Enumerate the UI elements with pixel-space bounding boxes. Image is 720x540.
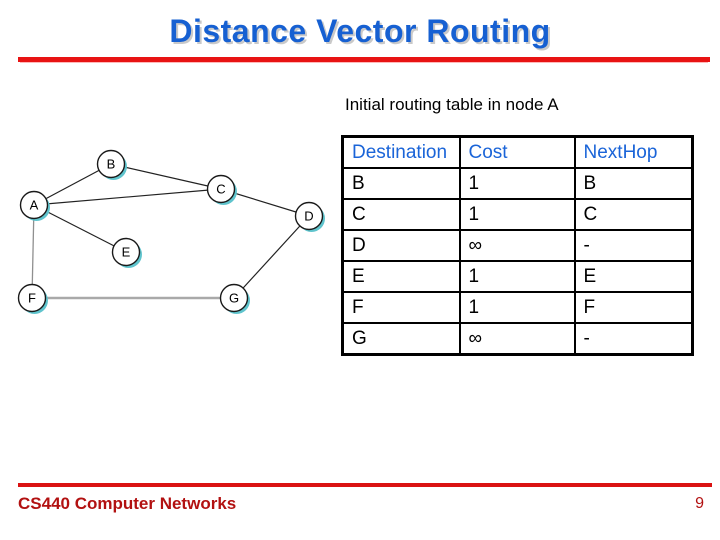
destination-cell: G xyxy=(341,322,461,356)
page-number: 9 xyxy=(695,495,704,512)
nexthop-cell: - xyxy=(573,229,694,262)
node-circle-F xyxy=(17,283,47,313)
title-underline xyxy=(18,57,710,62)
cost-cell: 1 xyxy=(458,167,576,200)
node-circle-E xyxy=(111,237,141,267)
node-circle-C xyxy=(206,174,236,204)
header-cost: Cost xyxy=(458,135,576,169)
page-title: Distance Vector Routing xyxy=(169,13,551,49)
cost-cell: 1 xyxy=(458,291,576,324)
node-label-F: F xyxy=(28,291,36,306)
network-diagram: A B C D E F G xyxy=(17,149,325,314)
node-circle-G xyxy=(219,283,249,313)
table-header-row: Destination Cost NextHop xyxy=(341,135,694,169)
node-label-E: E xyxy=(122,245,131,260)
node-label-G: G xyxy=(229,291,239,306)
nexthop-cell: C xyxy=(573,198,694,231)
nexthop-cell: - xyxy=(573,322,694,356)
node-circle-D xyxy=(294,201,324,231)
node-label-C: C xyxy=(216,182,225,197)
cost-cell: ∞ xyxy=(458,229,576,262)
destination-cell: D xyxy=(341,229,461,262)
node-circle-A xyxy=(19,190,49,220)
destination-cell: E xyxy=(341,260,461,293)
header-nexthop: NextHop xyxy=(573,135,694,169)
edge-B-C xyxy=(110,163,222,190)
node-label-D: D xyxy=(304,209,313,224)
destination-cell: F xyxy=(341,291,461,324)
nexthop-cell: B xyxy=(573,167,694,200)
edge-A-E xyxy=(33,204,127,253)
footer-text: CS440 Computer Networks xyxy=(18,494,237,513)
node-label-B: B xyxy=(107,157,116,172)
subtitle: Initial routing table in node A xyxy=(345,95,559,114)
destination-cell: B xyxy=(341,167,461,200)
header-destination: Destination xyxy=(341,135,461,169)
edge-D-G xyxy=(233,215,310,299)
node-circle-B xyxy=(96,149,126,179)
node-label-A: A xyxy=(30,198,39,213)
cost-cell: 1 xyxy=(458,198,576,231)
destination-cell: C xyxy=(341,198,461,231)
cost-cell: ∞ xyxy=(458,322,576,356)
nexthop-cell: F xyxy=(573,291,694,324)
table-row: D∞- xyxy=(341,229,694,262)
edge-A-C xyxy=(33,188,222,206)
footer-rule xyxy=(18,483,712,487)
cost-cell: 1 xyxy=(458,260,576,293)
edge-A-B xyxy=(33,163,112,206)
table-row: G∞- xyxy=(341,322,694,356)
nexthop-cell: E xyxy=(573,260,694,293)
